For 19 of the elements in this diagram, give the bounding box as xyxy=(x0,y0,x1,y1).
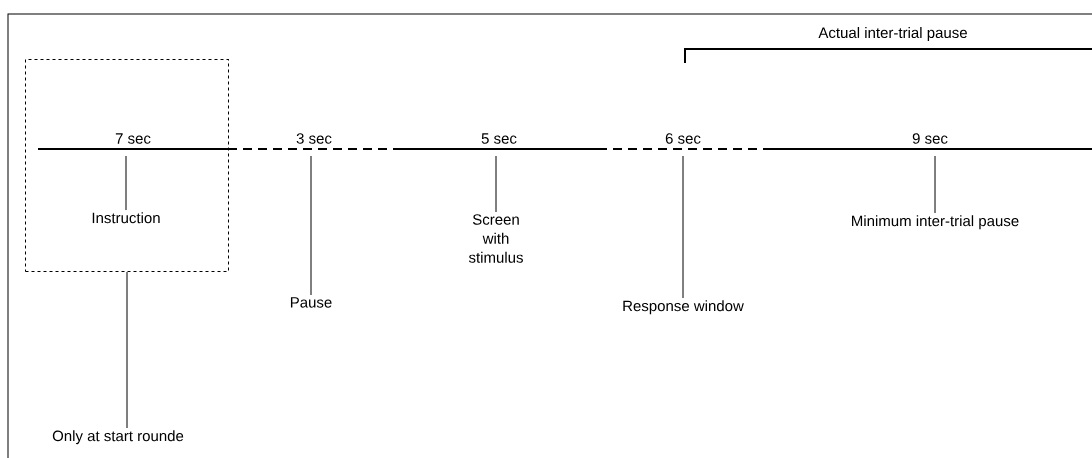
timeline-segment: 3 sec xyxy=(228,133,400,151)
tick-line xyxy=(495,155,497,213)
connector-line xyxy=(126,271,128,429)
tick-line xyxy=(125,155,127,211)
step-label: Only at start rounde xyxy=(52,430,184,445)
timeline-segment: 6 sec xyxy=(598,133,768,151)
timeline-segment: 7 sec xyxy=(38,133,228,151)
tick-line xyxy=(934,155,936,214)
timeline-segment: 5 sec xyxy=(400,133,598,151)
tick-line xyxy=(310,155,312,296)
timeline-segment: 9 sec xyxy=(768,133,1092,151)
step-label: Screen with stimulus xyxy=(468,214,523,263)
step-label: Instruction xyxy=(92,212,160,224)
dashed-box xyxy=(25,59,229,272)
bracket-label: Actual inter-trial pause xyxy=(818,27,967,41)
step-label: Response window xyxy=(623,300,744,315)
step-label: Minimum inter-trial pause xyxy=(852,215,1019,230)
tick-line xyxy=(682,155,684,299)
step-label: Pause xyxy=(290,297,332,308)
